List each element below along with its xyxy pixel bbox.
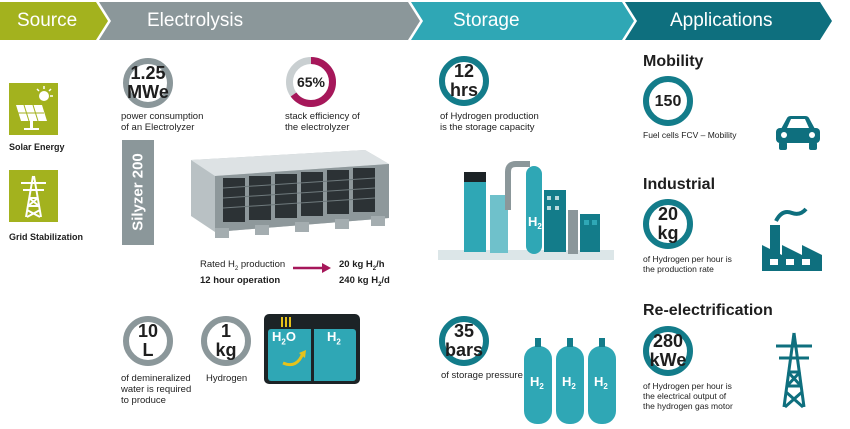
hydrogen-label: Hydrogen	[206, 373, 248, 384]
industrial-title: Industrial	[643, 176, 716, 193]
mobility-label: Fuel cells FCV – Mobility	[643, 130, 737, 140]
header-source: Source	[17, 10, 78, 31]
svg-text:H2: H2	[594, 374, 608, 391]
production-arrow	[293, 263, 331, 273]
factory-icon	[762, 207, 822, 271]
water-ring: 10 L	[123, 316, 173, 366]
plant-h2-text: H2	[528, 214, 542, 231]
tank-h2-label: H2	[327, 329, 341, 347]
silyzer-label: Silyzer 200	[129, 153, 147, 231]
tank-h2o-label: H2O	[272, 329, 296, 347]
hydrogen-ring: 1 kg	[201, 316, 251, 366]
reelectrification-title: Re-electrification	[643, 302, 773, 319]
mobility-title: Mobility	[643, 53, 704, 70]
hydrogen-tanks-icon: H2 H2 H2	[524, 338, 616, 424]
power-value: 1.25	[130, 63, 166, 83]
efficiency-donut	[286, 57, 336, 107]
header-electrolysis: Electrolysis	[147, 10, 244, 31]
mobility-ring: 150	[643, 76, 693, 126]
svg-text:H2: H2	[530, 374, 544, 391]
industrial-ring: 20 kg	[643, 199, 693, 249]
production-result: 20 kg H2/h 240 kg H2/d	[339, 259, 390, 288]
rated-production: Rated H2 production 12 hour operation	[200, 259, 286, 286]
silyzer-bar: Silyzer 200	[122, 140, 154, 245]
header-chevrons	[0, 2, 832, 40]
electrolysis-tank-diagram	[264, 314, 360, 384]
electrolyzer-illustration	[191, 150, 389, 238]
power-tower-icon	[776, 332, 812, 409]
hydrogen-plant-icon: H2	[438, 161, 614, 260]
storage-pressure-label: of storage pressure	[441, 370, 523, 381]
grid-stabilization-label: Grid Stabilization	[9, 232, 84, 242]
svg-text:H2: H2	[562, 374, 576, 391]
header-applications: Applications	[670, 10, 773, 31]
source-chevron	[0, 2, 108, 40]
efficiency-value: 65%	[296, 74, 326, 90]
storage-chevron	[411, 2, 634, 40]
reelectrification-ring: 280 kWe	[643, 326, 693, 376]
car-icon	[776, 116, 820, 150]
applications-chevron	[625, 2, 832, 40]
electrolysis-chevron	[99, 2, 420, 40]
storage-pressure-ring: 35 bars	[439, 316, 489, 366]
solar-panel-icon	[9, 83, 58, 135]
power-unit: MWe	[127, 82, 169, 102]
storage-capacity-ring: 12 hrs	[439, 56, 489, 106]
solar-energy-label: Solar Energy	[9, 142, 65, 152]
power-ring: 1.25 MWe	[123, 58, 173, 108]
grid-tower-icon	[9, 170, 58, 222]
header-storage: Storage	[453, 10, 520, 31]
